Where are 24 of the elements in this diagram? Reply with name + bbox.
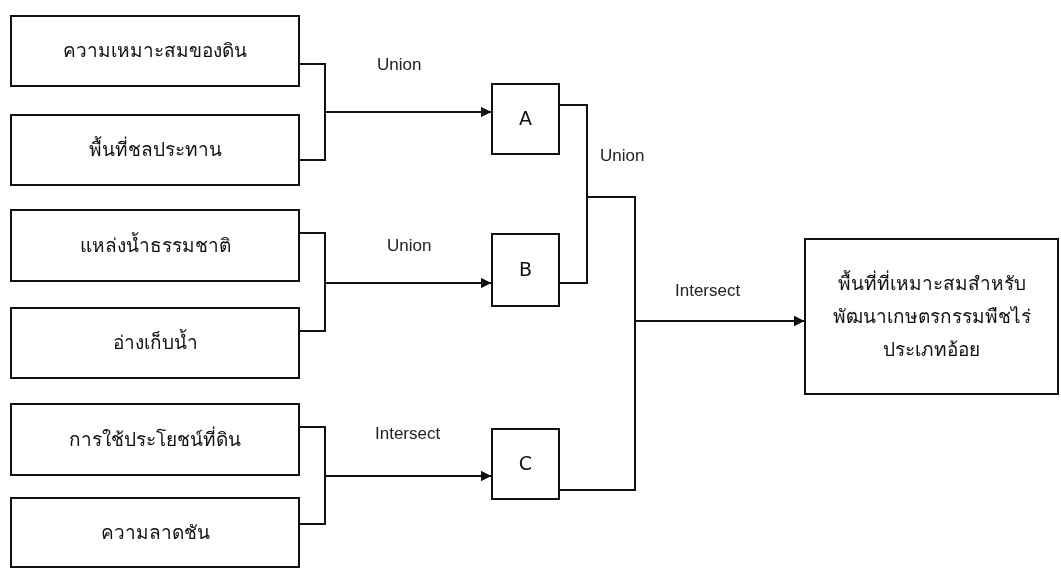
connector-arrow — [299, 278, 492, 332]
layer-box — [10, 15, 300, 87]
node-text: แหล่งน้ำธรรมชาติ — [78, 231, 232, 258]
connector-arrow — [299, 107, 492, 161]
node-text: การใช้ประโยชน์ที่ดิน — [68, 425, 242, 452]
layer-box — [10, 209, 300, 282]
node-text: พื้นที่ที่เหมาะสมสำหรับพัฒนาเกษตรกรรมพืชไร่ประเภทอ้อย — [831, 269, 1032, 363]
set-box — [491, 83, 560, 155]
node-text: A — [518, 106, 533, 132]
set-box — [491, 233, 560, 307]
connector-arrow — [299, 471, 492, 525]
connector-arrow — [559, 316, 805, 491]
layer-box — [10, 497, 300, 568]
set-box — [491, 428, 560, 500]
result-box — [804, 238, 1059, 395]
node-text: C — [517, 451, 534, 477]
layer-box — [10, 307, 300, 379]
layer-box — [10, 114, 300, 186]
node-text: อ่างเก็บน้ำ — [111, 328, 199, 356]
layer-box — [10, 403, 300, 476]
node-text: ความเหมาะสมของดิน — [62, 38, 248, 64]
node-text: ความลาดชัน — [99, 519, 211, 545]
node-text: พื้นที่ชลประทาน — [87, 135, 223, 163]
node-text: B — [517, 257, 533, 283]
